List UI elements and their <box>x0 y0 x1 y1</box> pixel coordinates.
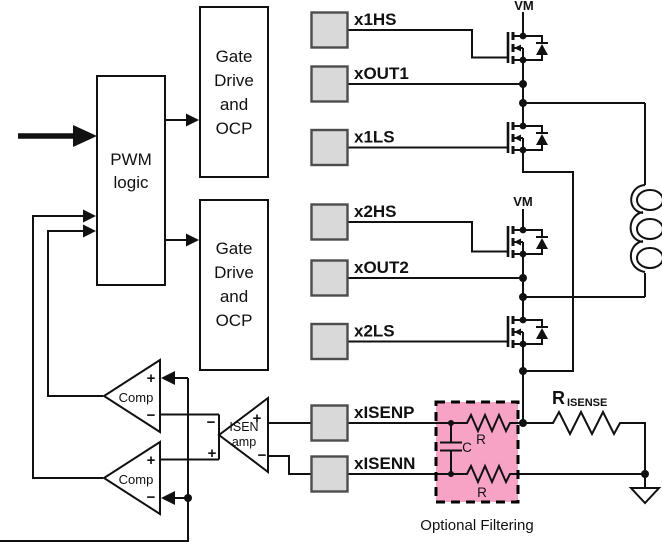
mosfet-high-side-2 <box>506 224 550 260</box>
inductor <box>629 184 662 273</box>
label-x1ls: x1LS <box>354 128 395 147</box>
wires <box>0 12 646 542</box>
label-optional-filtering: Optional Filtering <box>420 517 533 534</box>
device-pins <box>310 11 349 493</box>
wire-x1hs <box>348 29 508 59</box>
inductor-loop <box>636 247 662 269</box>
optional-filtering-highlight <box>436 402 518 502</box>
arrowheads <box>73 113 199 505</box>
gd1-label-line4: OCP <box>216 119 253 138</box>
comp1-plus-sign: + <box>147 370 156 387</box>
gd1-label-line2: Drive <box>214 71 254 90</box>
junction-dot <box>519 274 527 282</box>
gd1-label-line3: and <box>220 95 248 114</box>
junction-dot <box>184 494 192 502</box>
pin-xisenp <box>310 404 349 442</box>
junction-dot <box>641 470 649 478</box>
label-filter-r-top: R <box>476 432 486 447</box>
pwm-label-line2: logic <box>114 173 149 192</box>
gd2-label-line1: Gate <box>216 239 253 258</box>
wire-x2hs <box>348 221 508 253</box>
ground-symbol <box>628 487 662 505</box>
junction-dot <box>519 80 527 88</box>
wire-isen-minus-stub <box>268 455 312 475</box>
pin-x1ls <box>310 128 349 167</box>
gd1-label-line1: Gate <box>216 47 253 66</box>
comp2-plus-sign: + <box>147 452 156 469</box>
wire-ls1-source-return <box>522 150 574 372</box>
isen-minus-output-sign: − <box>207 414 216 431</box>
inductor-loop <box>636 218 662 240</box>
wire-isenn-row <box>348 463 645 485</box>
mosfet-low-side-1 <box>506 120 550 156</box>
label-x2hs: x2HS <box>354 202 397 221</box>
isen-amplifier <box>217 395 269 475</box>
wire-comp2-output-feedback <box>32 215 103 479</box>
pwm-label-line1: PWM <box>110 150 152 169</box>
junction-dot <box>519 367 527 375</box>
label-risense-sub: ISENSE <box>567 397 607 409</box>
junction-dot <box>519 99 527 107</box>
label-x2ls: x2LS <box>354 322 395 341</box>
mosfet-low-side-2 <box>506 314 550 350</box>
comp2-minus-sign: − <box>147 489 156 506</box>
label-xisenn: xISENN <box>354 454 415 473</box>
label-x1hs: x1HS <box>354 10 397 29</box>
gate-drive-ocp-block-2 <box>199 199 269 371</box>
mosfet-high-side-1 <box>506 30 550 66</box>
arrow-comp1-plus <box>161 371 175 385</box>
inductor-bumps <box>629 184 646 273</box>
junction-dot <box>519 419 527 427</box>
pwm-logic-block <box>96 75 166 286</box>
pin-xisenn <box>310 455 349 493</box>
label-vm2: VM <box>513 194 533 209</box>
pin-x2ls <box>310 322 349 361</box>
wire-isenp-row <box>348 409 646 474</box>
arrow-feedback-lower <box>83 224 96 238</box>
gate-drive-ocp-block-1 <box>199 6 269 178</box>
arrow-comp2-minus <box>161 491 175 505</box>
label-filter-cap: C <box>462 440 472 455</box>
pin-x1hs <box>310 11 349 49</box>
label-xout1: xOUT1 <box>354 64 409 83</box>
label-isen-line1: ISEN <box>229 420 258 434</box>
inductor-loop <box>636 189 662 211</box>
pin-x2hs <box>310 203 349 241</box>
arrow-into-gd1 <box>186 113 199 127</box>
comparator-2 <box>102 440 161 516</box>
junction-dot <box>448 420 454 426</box>
label-comp1: Comp <box>119 390 154 405</box>
junction-dot <box>519 293 527 301</box>
label-risense-main: R <box>552 388 565 408</box>
arrow-feedback-upper <box>83 209 96 223</box>
capacitor-plates <box>440 441 462 452</box>
label-comp2: Comp <box>119 472 154 487</box>
arrow-into-gd2 <box>186 233 199 247</box>
wire-comp1-output-feedback <box>47 230 103 397</box>
comparator-1 <box>102 358 161 434</box>
label-xout2: xOUT2 <box>354 258 409 277</box>
junction-dots <box>184 80 649 502</box>
isen-plus-output-sign: + <box>208 445 217 462</box>
pin-xout1 <box>310 65 349 103</box>
isen-plus-input-sign: + <box>253 410 262 427</box>
gd2-label-line2: Drive <box>214 263 254 282</box>
comp1-minus-sign: − <box>147 407 156 424</box>
junction-dot <box>448 471 454 477</box>
pin-xout2 <box>310 259 349 297</box>
wire-reference-bus <box>0 378 189 542</box>
label-isen-line2: amp <box>232 435 256 449</box>
label-xisenp: xISENP <box>354 403 414 422</box>
gd2-label-line3: and <box>220 287 248 306</box>
label-filter-r-bottom: R <box>477 485 487 500</box>
gd2-label-line4: OCP <box>216 311 253 330</box>
label-vm1: VM <box>514 0 534 13</box>
arrow-pwm-input <box>73 125 97 147</box>
labels: PWM logic Gate Drive and OCP Gate Drive … <box>110 0 607 534</box>
isen-minus-input-sign: − <box>258 447 267 464</box>
